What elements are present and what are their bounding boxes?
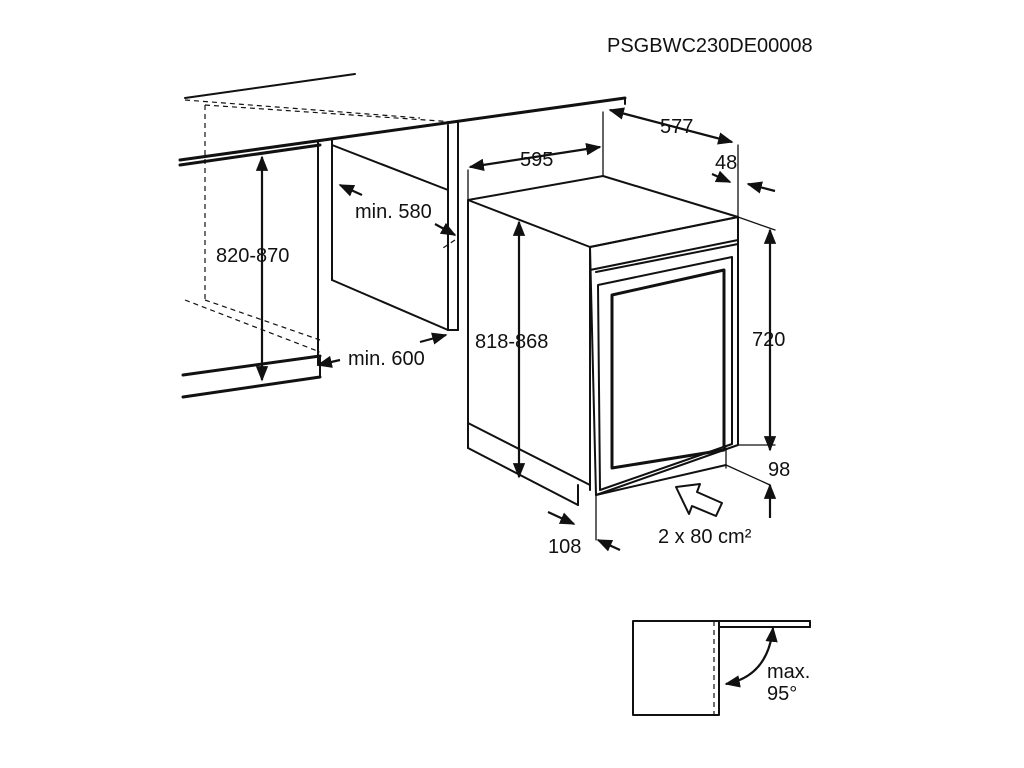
document-code: PSGBWC230DE00008	[607, 35, 813, 57]
plinth-depth-arrow-right	[596, 538, 621, 552]
niche-height-label: 820-870	[216, 245, 289, 267]
niche-width-arrow-right	[419, 332, 448, 345]
plinth-height-label: 98	[768, 459, 790, 481]
door-thickness-label: 48	[715, 152, 737, 174]
niche-width-arrow-left	[316, 355, 341, 368]
door-opening-angle-arrow	[724, 626, 778, 688]
niche-depth-label: min. 580	[355, 201, 432, 223]
door-opening-label-line1: max.	[767, 661, 810, 683]
plinth-depth-arrow-left	[547, 511, 576, 525]
niche-depth-arrow-left	[338, 183, 363, 197]
door-opening-label-line2: 95°	[767, 683, 797, 705]
niche-depth-arrow-right	[434, 222, 457, 236]
plinth-depth-label: 108	[548, 536, 581, 558]
ventilation-arrow-icon	[675, 483, 723, 517]
door-opening-detail	[632, 620, 811, 716]
door-height-label: 720	[752, 329, 785, 351]
appliance-width-arrow	[468, 143, 602, 171]
appliance-height-label: 818-868	[475, 331, 548, 353]
door-thickness-arrow-right	[746, 181, 776, 194]
appliance-body	[467, 111, 776, 541]
door-thickness-arrow-left	[711, 170, 732, 184]
ventilation-label: 2 x 80 cm²	[658, 526, 752, 548]
appliance-width-label: 595	[520, 149, 553, 171]
niche-width-label: min. 600	[348, 348, 425, 370]
appliance-depth-label: 577	[660, 116, 693, 138]
appliance-depth-arrow	[608, 107, 734, 145]
